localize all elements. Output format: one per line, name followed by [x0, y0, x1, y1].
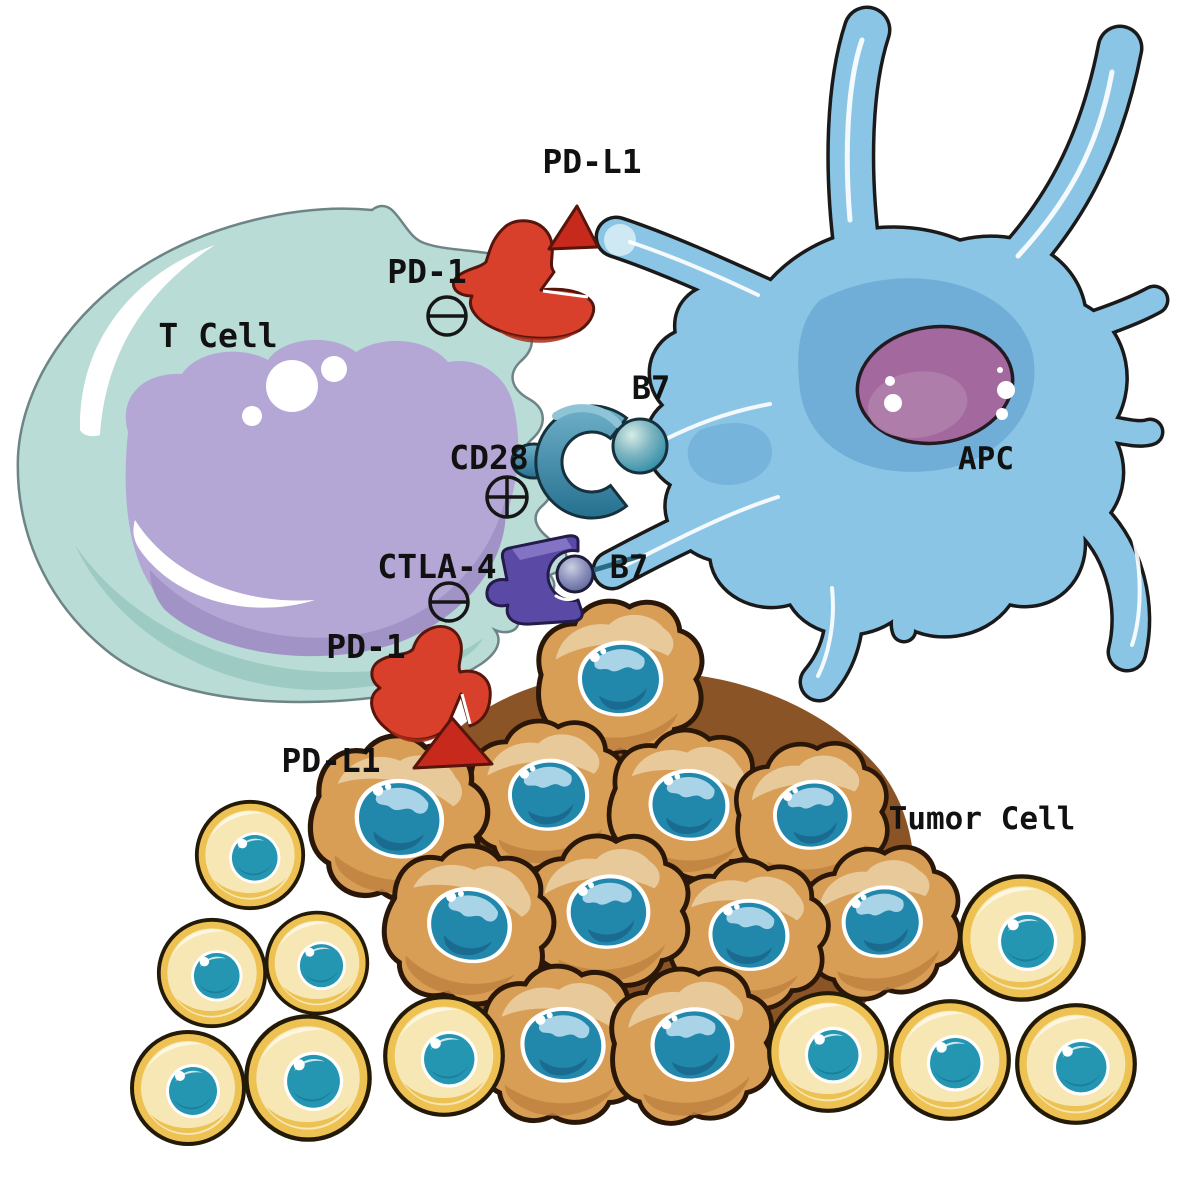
label-ctla-4: CTLA-4 [377, 547, 496, 586]
label-t-cell: T Cell [158, 316, 277, 355]
label-apc: APC [958, 441, 1014, 477]
b7-ligand-bottom [555, 554, 595, 594]
apc-nucleus-dot [884, 394, 902, 412]
tumor-cell-yellow [1017, 1005, 1135, 1123]
tumor-cell-yellow [264, 910, 370, 1016]
label-tumor-cell: Tumor Cell [889, 801, 1076, 837]
label-b7-top: B7 [632, 369, 671, 407]
apc-nucleus-group [855, 324, 1015, 446]
label-cd28: CD28 [449, 438, 528, 477]
apc-cytoplasm-shade [687, 422, 773, 485]
t-cell-gloss [79, 245, 216, 437]
apc-tentacle-tip [604, 224, 636, 256]
labels: PD-L1 PD-1 T Cell B7 CD28 CTLA-4 B7 PD-1… [158, 142, 1075, 837]
ctla4-receptor [485, 534, 643, 626]
pd1-top-shade [498, 330, 580, 343]
activation-symbol-cd28 [485, 475, 529, 519]
nucleus-bubble [266, 360, 318, 412]
tumor-cell-yellow [130, 1030, 246, 1146]
label-pd-1-bottom: PD-1 [326, 627, 405, 666]
label-pd-l1-top: PD-L1 [542, 142, 641, 181]
tumor-cell-yellow [769, 993, 887, 1111]
tumor-cell-yellow [891, 1001, 1009, 1119]
label-b7-bottom: B7 [610, 548, 649, 586]
tumor-cell-yellow [156, 917, 268, 1029]
t-cell-nucleus-shade [150, 500, 506, 657]
label-pd-1-top: PD-1 [387, 252, 466, 291]
apc-nucleus-dot [885, 376, 895, 386]
pd1-bottom-shade [388, 728, 447, 743]
ctla4-top-facet [512, 538, 572, 560]
pd1-top-notch-gloss [542, 289, 589, 299]
tumor-cell-yellow [194, 799, 306, 911]
cd28-gloss [552, 404, 622, 428]
inhibition-symbol-pd1-top [426, 295, 468, 337]
apc-tentacle-highlights [622, 37, 1142, 678]
pdl1-ligand-bottom [412, 716, 494, 770]
apc-cell [591, 5, 1170, 703]
tumor-cell-yellow [960, 876, 1083, 999]
tumor-mass [130, 593, 1135, 1146]
t-cell [16, 204, 568, 704]
apc-nucleus-dot [996, 408, 1008, 420]
pd1-receptor-top [452, 219, 596, 343]
b7-ligand-top [611, 417, 669, 475]
ctla4-notch-gloss [554, 593, 582, 602]
nucleus-bubble [321, 356, 347, 382]
cd28-receptor [510, 404, 629, 520]
t-cell-nucleus-gloss [133, 520, 315, 608]
tumor-cell-yellow [246, 1016, 369, 1139]
tumor-cell-yellow [385, 997, 503, 1115]
signal-symbols [426, 295, 529, 623]
label-pd-l1-bottom: PD-L1 [281, 741, 380, 780]
apc-nucleus-dot [997, 367, 1003, 373]
pdl1-ligand-top [547, 204, 600, 251]
nucleus-bubble [242, 406, 262, 426]
inhibition-symbol-ctla4 [428, 581, 470, 623]
apc-nucleus-light [867, 371, 968, 439]
t-cell-nucleus [125, 339, 519, 648]
pd1-receptor-bottom [370, 625, 492, 743]
apc-nucleus-dot [997, 381, 1015, 399]
pd1-bottom-notch-gloss [460, 693, 472, 725]
